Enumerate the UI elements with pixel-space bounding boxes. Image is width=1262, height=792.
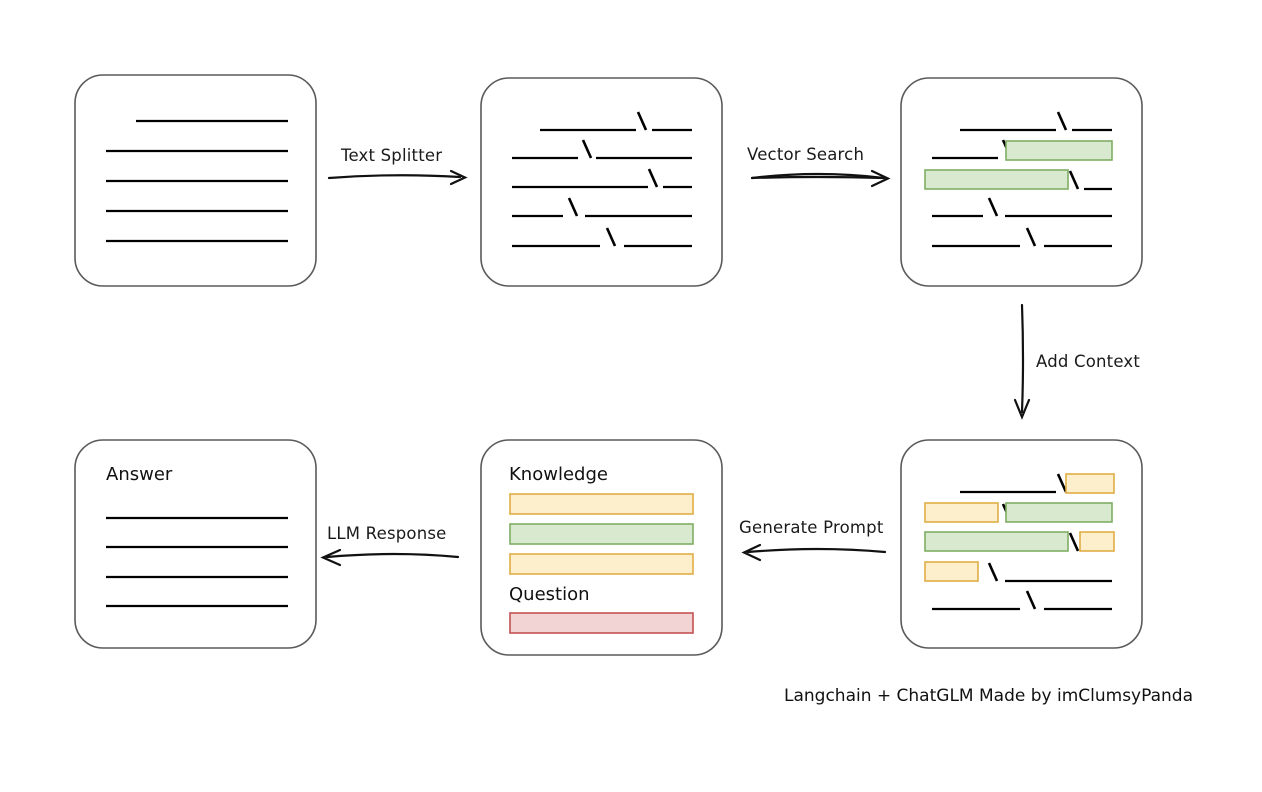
slash-mark	[1068, 170, 1080, 190]
slash-mark	[987, 562, 999, 582]
slash-mark	[1068, 532, 1080, 552]
knowledge-bar-green-1	[509, 523, 694, 545]
highlight-yellow	[924, 561, 979, 582]
node-split-chunks[interactable]	[480, 77, 723, 287]
slash-mark	[1025, 590, 1037, 610]
generate-prompt-arrow-head	[741, 543, 762, 562]
edge-generate-prompt	[741, 543, 887, 562]
highlight-green	[924, 531, 1069, 552]
slash-mark	[1056, 111, 1068, 131]
slash-mark	[1056, 473, 1068, 493]
question-bar-red-1	[509, 612, 694, 634]
knowledge-heading: Knowledge	[509, 464, 608, 485]
edge-text-splitter	[327, 169, 468, 186]
generate-prompt-arrow-line	[746, 547, 887, 554]
highlight-green	[924, 169, 1069, 190]
text-splitter-arrow-line	[327, 174, 462, 180]
edge-add-context	[1013, 303, 1031, 420]
slash-mark	[1025, 227, 1037, 247]
add-context-arrow-head	[1013, 398, 1031, 420]
slash-mark	[581, 139, 593, 159]
prompt-bars	[509, 493, 694, 634]
highlight-green	[1005, 502, 1113, 523]
vector-search-arrow-head	[870, 169, 891, 188]
vector-search-arrow-line-2	[750, 175, 886, 180]
vector-matches-lines	[924, 111, 1113, 248]
slash-mark	[647, 168, 659, 188]
split-chunks-box[interactable]	[480, 77, 723, 287]
edge-label-generate-prompt: Generate Prompt	[739, 518, 884, 537]
highlight-green	[1005, 140, 1113, 161]
node-prompt[interactable]	[480, 439, 723, 656]
question-heading: Question	[509, 584, 590, 605]
source-document-lines	[106, 119, 288, 243]
edge-vector-search	[750, 169, 891, 188]
edge-llm-response	[320, 548, 460, 567]
add-context-arrow-line	[1020, 303, 1025, 414]
edge-label-llm-response: LLM Response	[327, 524, 447, 543]
knowledge-bar-yellow-2	[509, 553, 694, 575]
node-source-document[interactable]	[74, 74, 317, 287]
vector-search-arrow-line	[750, 172, 886, 180]
node-answer[interactable]	[74, 439, 317, 649]
slash-mark	[987, 197, 999, 217]
edge-label-vector-search: Vector Search	[747, 145, 865, 164]
footer-credit: Langchain + ChatGLM Made by imClumsyPand…	[784, 686, 1193, 706]
highlight-yellow	[1079, 531, 1115, 552]
highlight-yellow	[1065, 473, 1115, 494]
edge-label-add-context: Add Context	[1036, 352, 1141, 371]
llm-response-arrow-head	[320, 548, 342, 567]
edge-label-text-splitter: Text Splitter	[341, 146, 443, 165]
llm-response-arrow-line	[325, 552, 460, 559]
slash-mark	[636, 111, 648, 131]
answer-heading: Answer	[106, 464, 173, 485]
slash-mark	[605, 227, 617, 247]
context-chunks-lines	[924, 473, 1115, 611]
answer-lines	[106, 516, 288, 608]
slash-mark	[567, 197, 579, 217]
split-chunks-lines	[512, 111, 692, 248]
answer-box[interactable]	[74, 439, 317, 649]
node-context-chunks[interactable]	[900, 439, 1143, 649]
node-vector-matches[interactable]	[900, 77, 1143, 287]
highlight-yellow	[924, 502, 999, 523]
text-splitter-arrow-head	[449, 169, 468, 186]
knowledge-bar-yellow-1	[509, 493, 694, 515]
